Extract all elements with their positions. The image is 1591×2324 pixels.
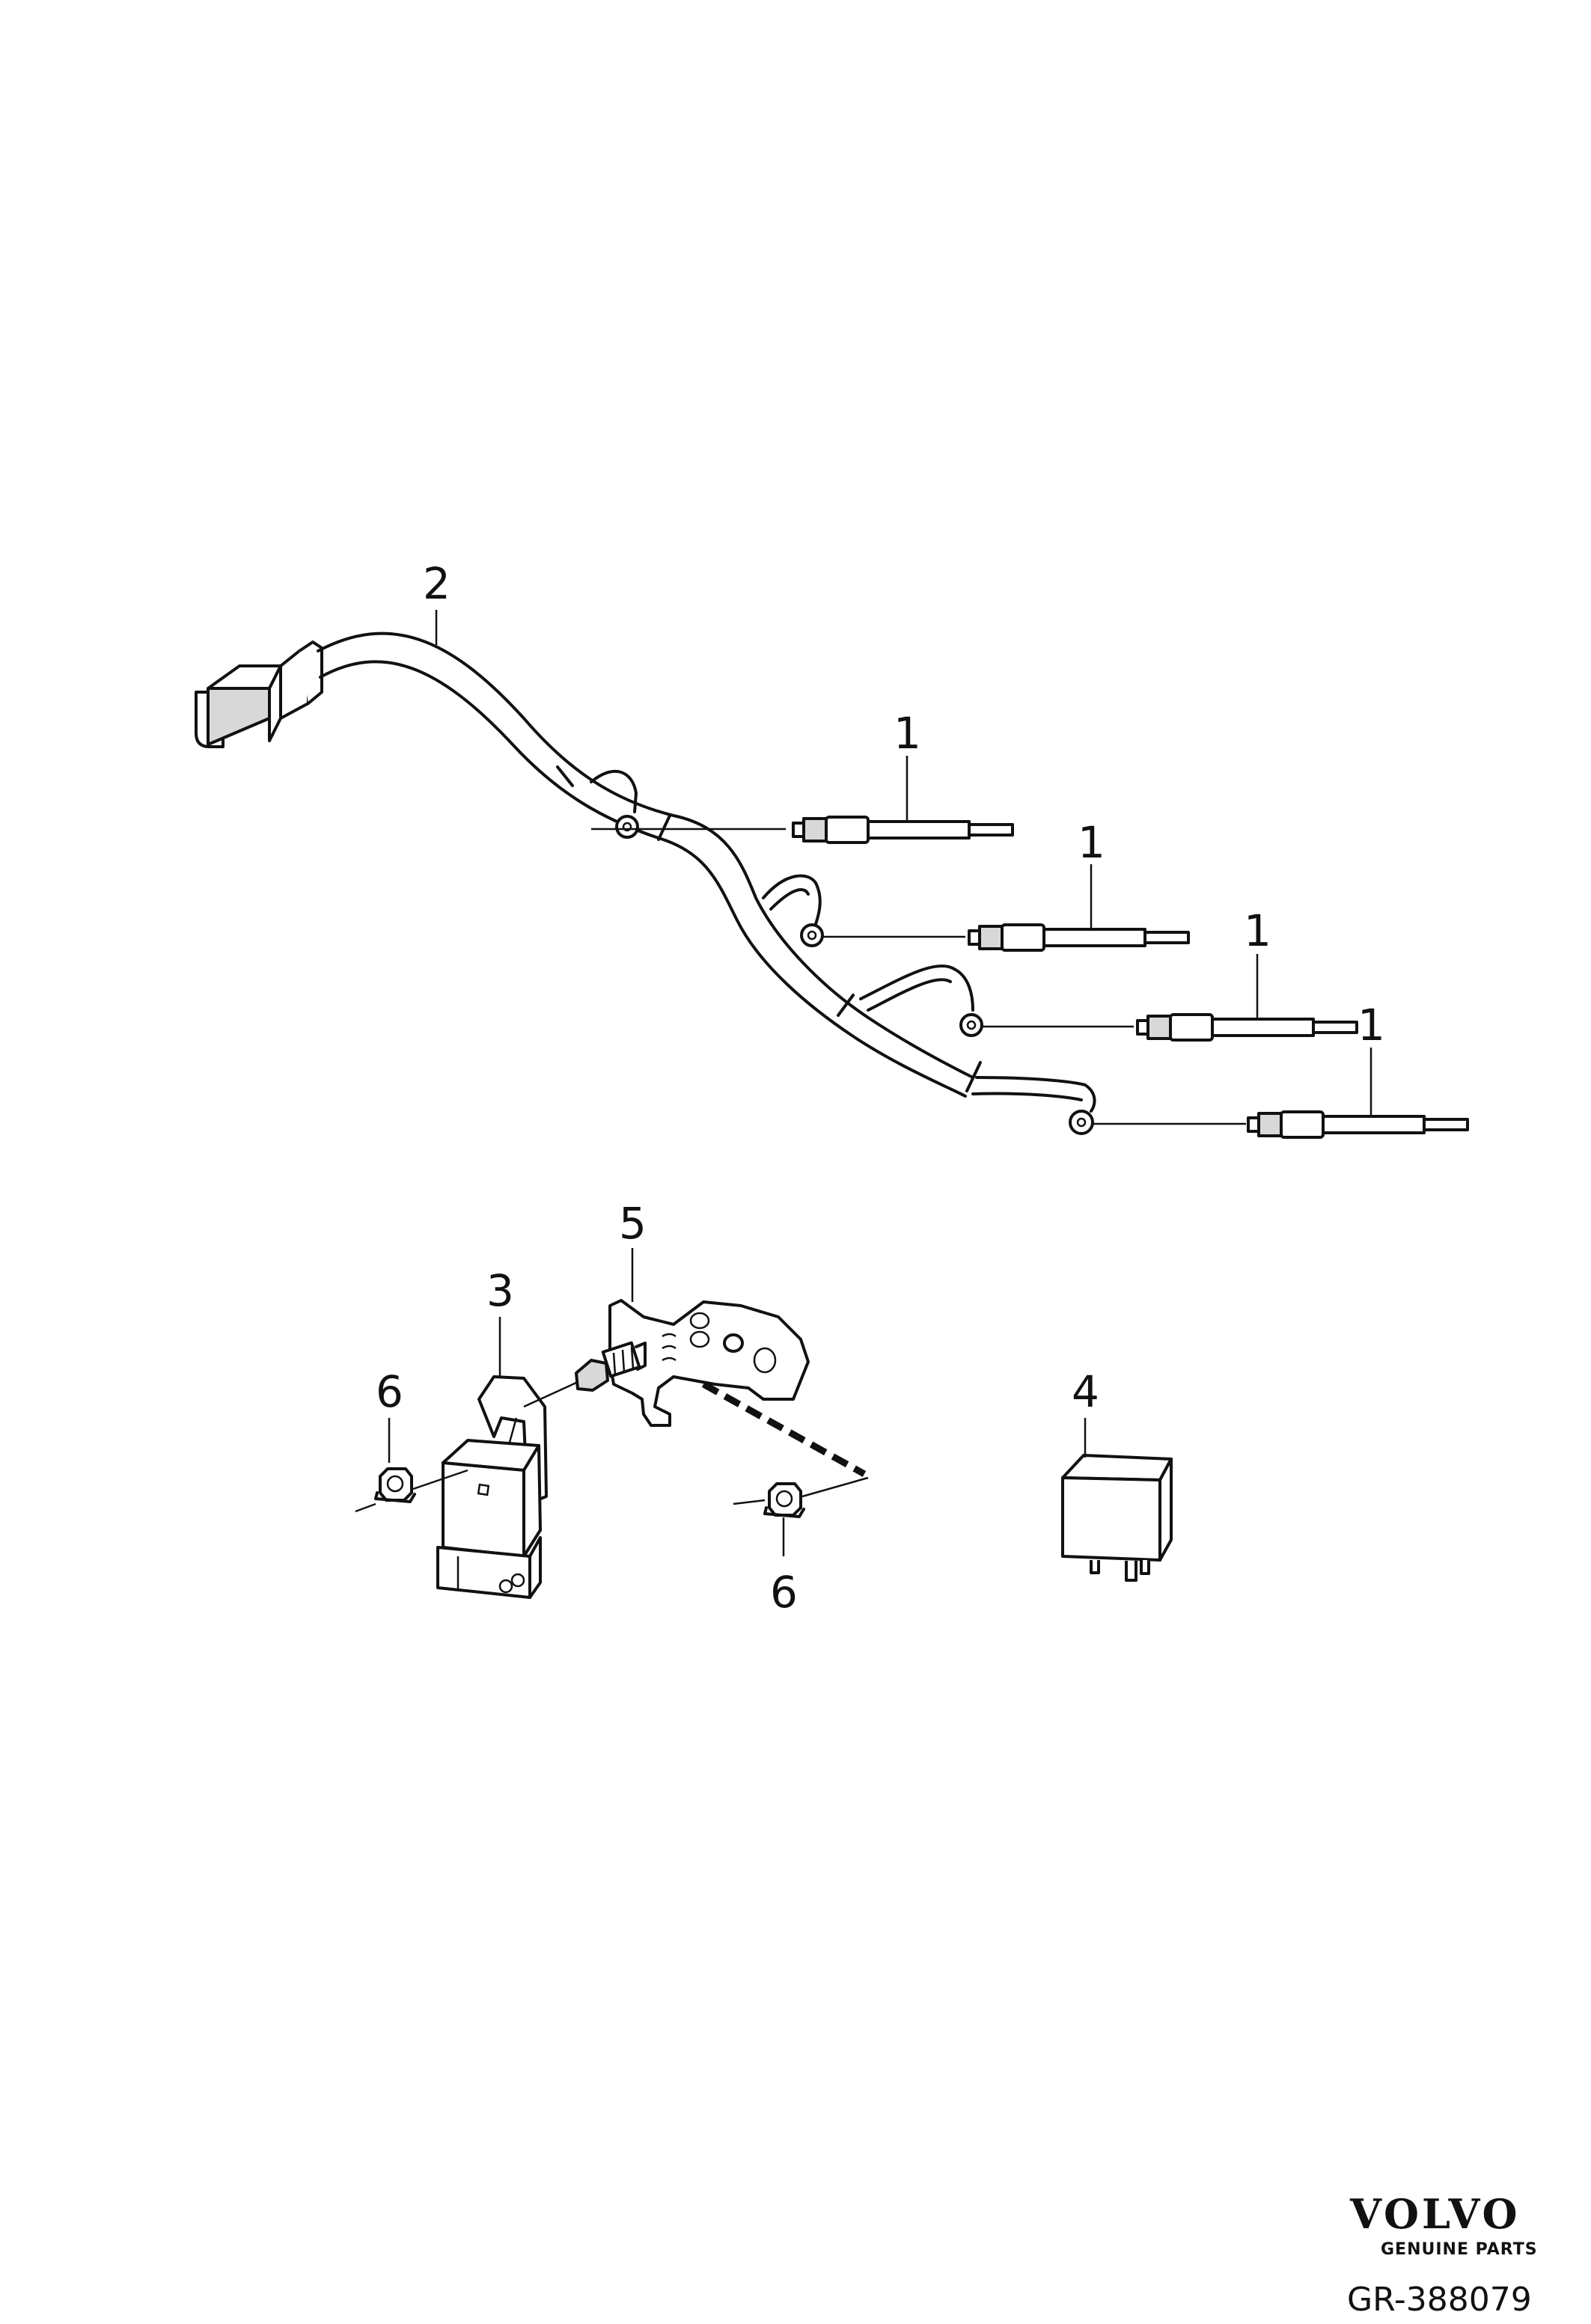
callout-control-unit: 3 (486, 1265, 514, 1316)
control-unit (436, 1375, 548, 1599)
glow-plug (792, 816, 1014, 844)
brand-tagline: GENUINE PARTS (1381, 2240, 1538, 2259)
mounting-bracket (575, 1299, 810, 1427)
callout-glow-plug: 1 (894, 708, 921, 759)
callout-cable-harness: 2 (423, 558, 451, 609)
callout-nut: 6 (376, 1366, 403, 1417)
bracket-assembly-line (701, 1381, 867, 1477)
brand-name: VOLVO (1349, 2190, 1521, 2238)
diagram-reference-number: GR-388079 (1347, 2281, 1532, 2319)
flange-nut (763, 1482, 805, 1518)
callout-glow-plug: 1 (1358, 1000, 1385, 1051)
volvo-logo: VOLVO GENUINE PARTS (1349, 2190, 1538, 2259)
glow-plug (1247, 1110, 1469, 1139)
glow-plug (1136, 1013, 1358, 1042)
callout-bracket: 5 (619, 1198, 647, 1249)
callout-glow-plug: 1 (1244, 905, 1271, 956)
flange-nut (374, 1467, 416, 1503)
relay (1061, 1454, 1173, 1582)
glow-plug (968, 923, 1190, 952)
callout-nut: 6 (770, 1567, 798, 1618)
cable-harness (195, 632, 1096, 1135)
callout-relay: 4 (1072, 1366, 1099, 1417)
harness-connector (195, 640, 323, 748)
callout-glow-plug: 1 (1078, 817, 1105, 868)
